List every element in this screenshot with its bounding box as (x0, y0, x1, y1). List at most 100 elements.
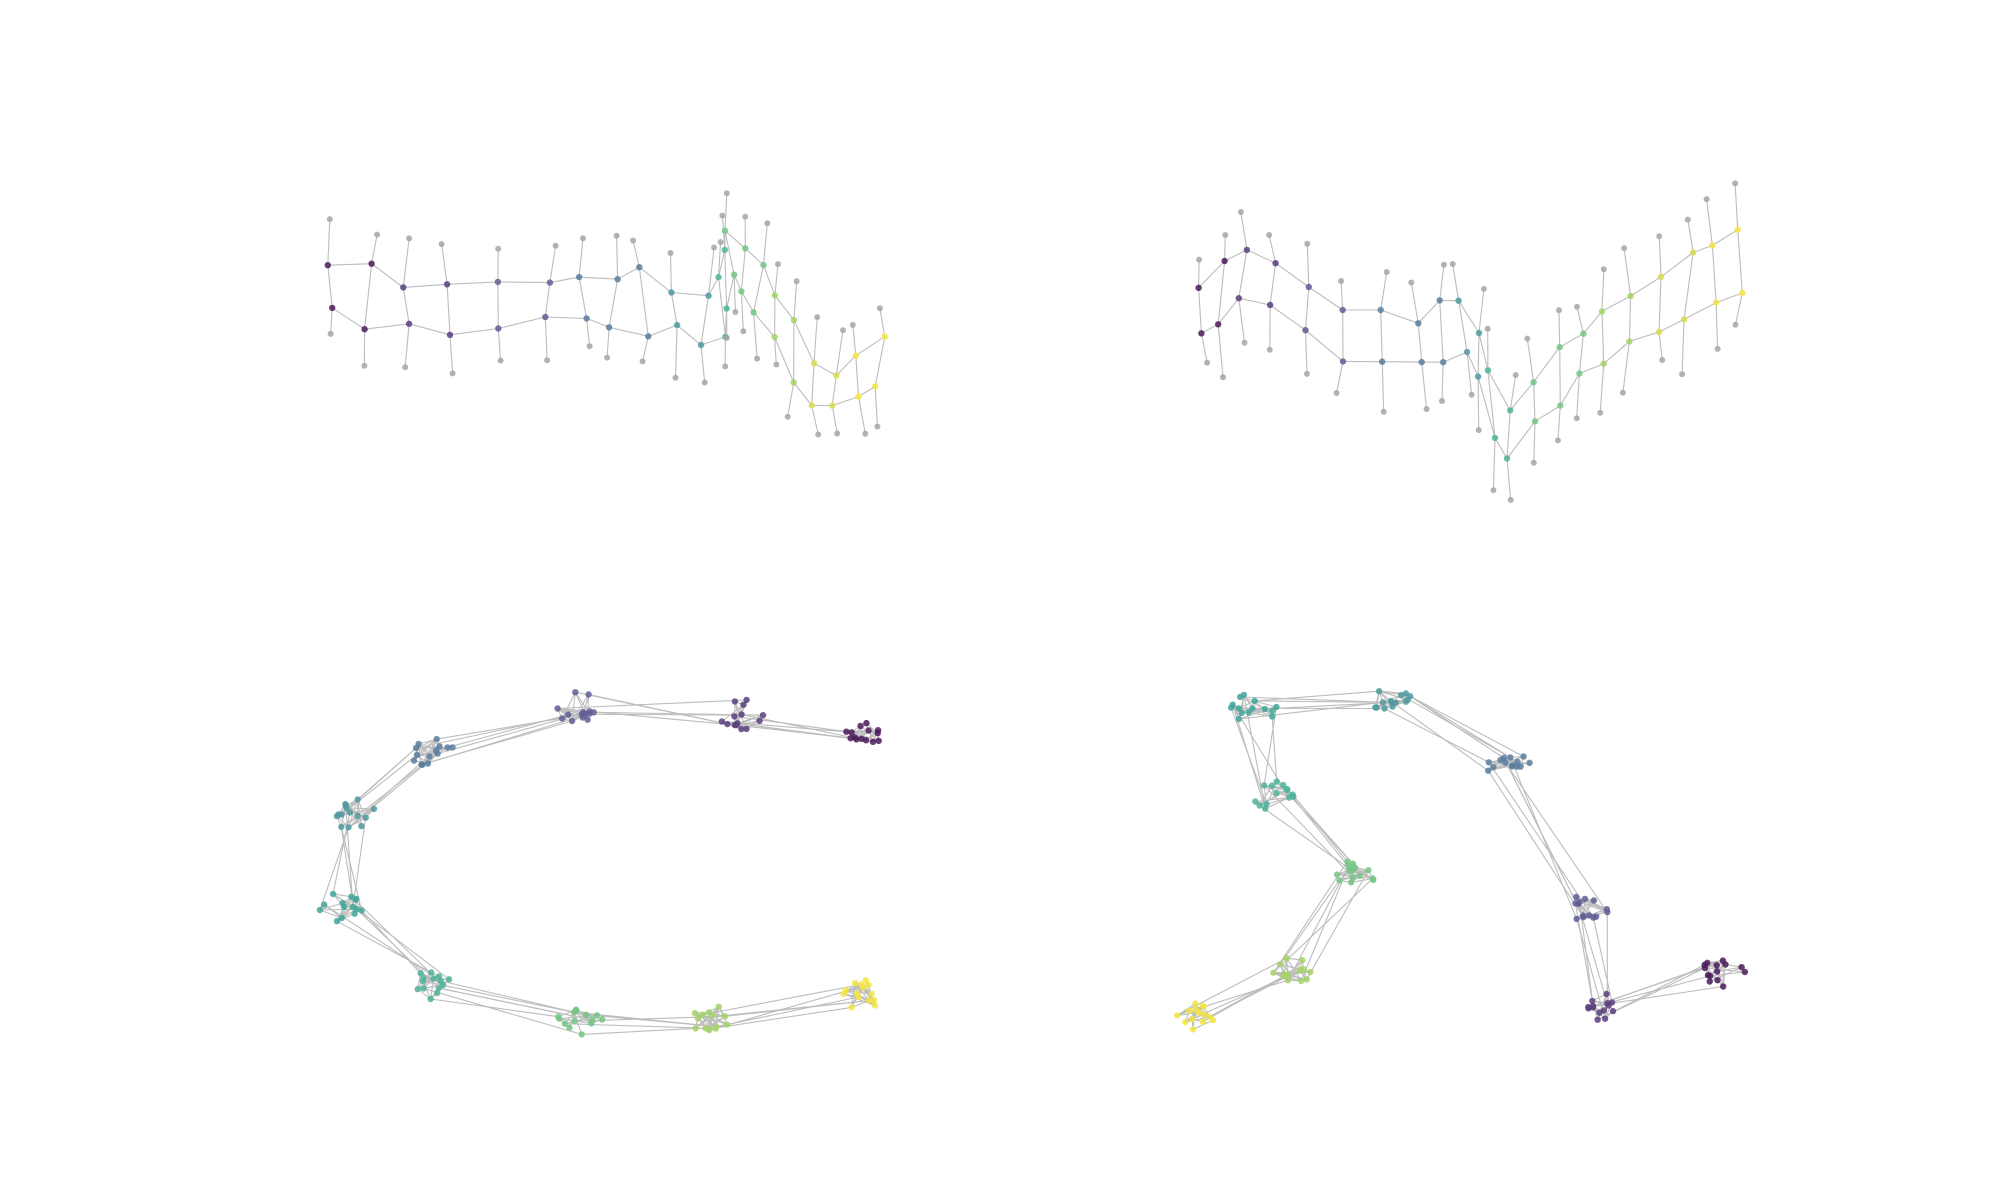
pendant-edge (1687, 219, 1694, 253)
clique-node (584, 716, 591, 723)
ladder-node (1339, 358, 1347, 365)
clique-edge (707, 1015, 726, 1030)
clique-edge (319, 908, 357, 911)
pendant-node (784, 413, 791, 420)
ladder-node (771, 333, 778, 341)
ladder-rung-edge (1304, 286, 1310, 331)
ladder-rail-edge (1579, 363, 1604, 375)
pendant-node (1408, 279, 1415, 286)
ladder-node (636, 264, 643, 271)
ladder-node (1690, 249, 1697, 256)
bridge-edge (1487, 770, 1584, 918)
clique-node (433, 735, 440, 743)
clique-node (1260, 782, 1268, 789)
pendant-edge (371, 234, 378, 264)
clique-node (339, 899, 346, 907)
pendant-edge (753, 312, 758, 359)
bridge-edge (734, 715, 852, 733)
ladder-rail-edge (835, 355, 857, 376)
ladder-node (829, 402, 836, 409)
bridge-edge (1259, 805, 1361, 877)
clique-node (743, 725, 750, 733)
clique-node (706, 1026, 713, 1034)
clique-node (1706, 972, 1714, 980)
pendant-edge (1304, 330, 1308, 374)
clique-node (1406, 693, 1414, 700)
clique-node (1262, 805, 1269, 812)
bridge-edge (1279, 880, 1340, 965)
pendant-edge (1217, 324, 1224, 378)
ladder-rail-edge (1582, 311, 1603, 335)
ladder-rail-edge (1533, 346, 1561, 383)
clique-node (738, 725, 745, 733)
clique-node (1373, 704, 1380, 711)
clique-node (353, 895, 360, 902)
ladder-rail-edge (700, 336, 726, 346)
clique-node (414, 985, 421, 993)
ladder-node (1739, 289, 1746, 297)
ladder-rail-edge (331, 307, 365, 330)
pendant-edge (740, 291, 744, 332)
pendant-edge (831, 405, 838, 434)
ladder-rail-edge (1559, 373, 1580, 406)
ladder-rail-edge (724, 230, 746, 249)
graph-bottom-left-nodes (316, 689, 882, 1038)
clique-node (1573, 893, 1580, 901)
ladder-rung-edge (670, 292, 678, 326)
bridge-edge (1238, 701, 1384, 720)
ladder-node (546, 279, 554, 286)
ladder-rung-edge (1683, 252, 1694, 320)
pendant-edge (1477, 376, 1480, 431)
ladder-rail-edge (1466, 351, 1479, 377)
graph-top-left (324, 190, 888, 438)
ladder-rung-edge (544, 282, 551, 318)
ladder-rail-edge (1224, 249, 1248, 262)
bridge-edge (319, 827, 350, 911)
clique-node (568, 717, 576, 725)
ladder-rung-edge (1417, 323, 1423, 363)
pendant-node (406, 235, 413, 242)
bridge-edge (1390, 700, 1489, 772)
clique-node (1299, 956, 1306, 964)
ladder-node (494, 278, 502, 286)
ladder-rail-edge (1693, 244, 1713, 254)
pendant-edge (1380, 271, 1388, 311)
pendant-edge (1509, 374, 1517, 411)
clique-node (343, 804, 350, 812)
clique-node (1192, 1000, 1199, 1007)
pendant-node (815, 431, 822, 438)
ladder-rail-edge (408, 323, 451, 336)
clique-node (692, 1025, 699, 1032)
bridge-edge (1263, 706, 1277, 786)
clique-node (316, 906, 324, 914)
pendant-node (1204, 359, 1211, 366)
ladder-rail-edge (1715, 292, 1743, 304)
ladder-rail-edge (1238, 297, 1271, 306)
clique-node (1720, 983, 1727, 990)
clique-node (875, 737, 882, 744)
ladder-rung-edge (1601, 311, 1605, 364)
bridge-edge (1488, 761, 1594, 918)
ladder-node (1531, 418, 1539, 425)
pendant-edge (733, 274, 736, 313)
ladder-node (542, 313, 549, 321)
clique-node (1273, 790, 1280, 797)
ladder-node (361, 326, 368, 333)
pendant-edge (1381, 361, 1385, 412)
pendant-edge (762, 223, 768, 266)
bridge-edge (721, 720, 857, 740)
pendant-edge (402, 238, 410, 288)
pendant-edge (404, 323, 410, 368)
pendant-edge (1268, 234, 1277, 264)
pendant-edge (811, 405, 819, 435)
ladder-rail-edge (1559, 333, 1584, 348)
pendant-edge (1198, 259, 1200, 288)
ladder-rail-edge (793, 319, 815, 364)
pendant-node (1556, 307, 1562, 314)
ladder-node (1436, 297, 1443, 304)
clique-node (865, 997, 873, 1004)
bridge-edge (357, 747, 417, 800)
clique-node (559, 715, 566, 722)
pendant-edge (874, 386, 878, 427)
ladder-node (1655, 328, 1663, 336)
